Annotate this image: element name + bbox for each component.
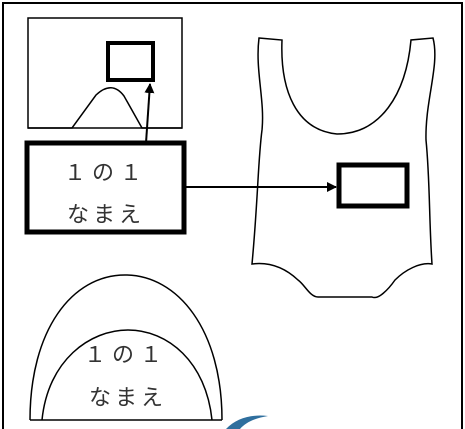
hat-label-line1: １の１ [84, 343, 168, 368]
front-view-panel [27, 17, 183, 129]
undershirt-outline [251, 37, 436, 299]
arrow-up [144, 83, 155, 144]
name-tag-line1: １の１ [64, 161, 148, 186]
small-tag-box-top [106, 41, 155, 82]
hat-inner-arc [41, 329, 213, 421]
neckline-v [28, 87, 182, 129]
hat-label-line2: なまえ [89, 386, 167, 411]
shirt-tag-box [336, 162, 410, 209]
blue-swoosh-decoration [226, 415, 268, 429]
hat-outer-dome [29, 274, 223, 421]
name-tag-line2: なまえ [67, 203, 145, 228]
